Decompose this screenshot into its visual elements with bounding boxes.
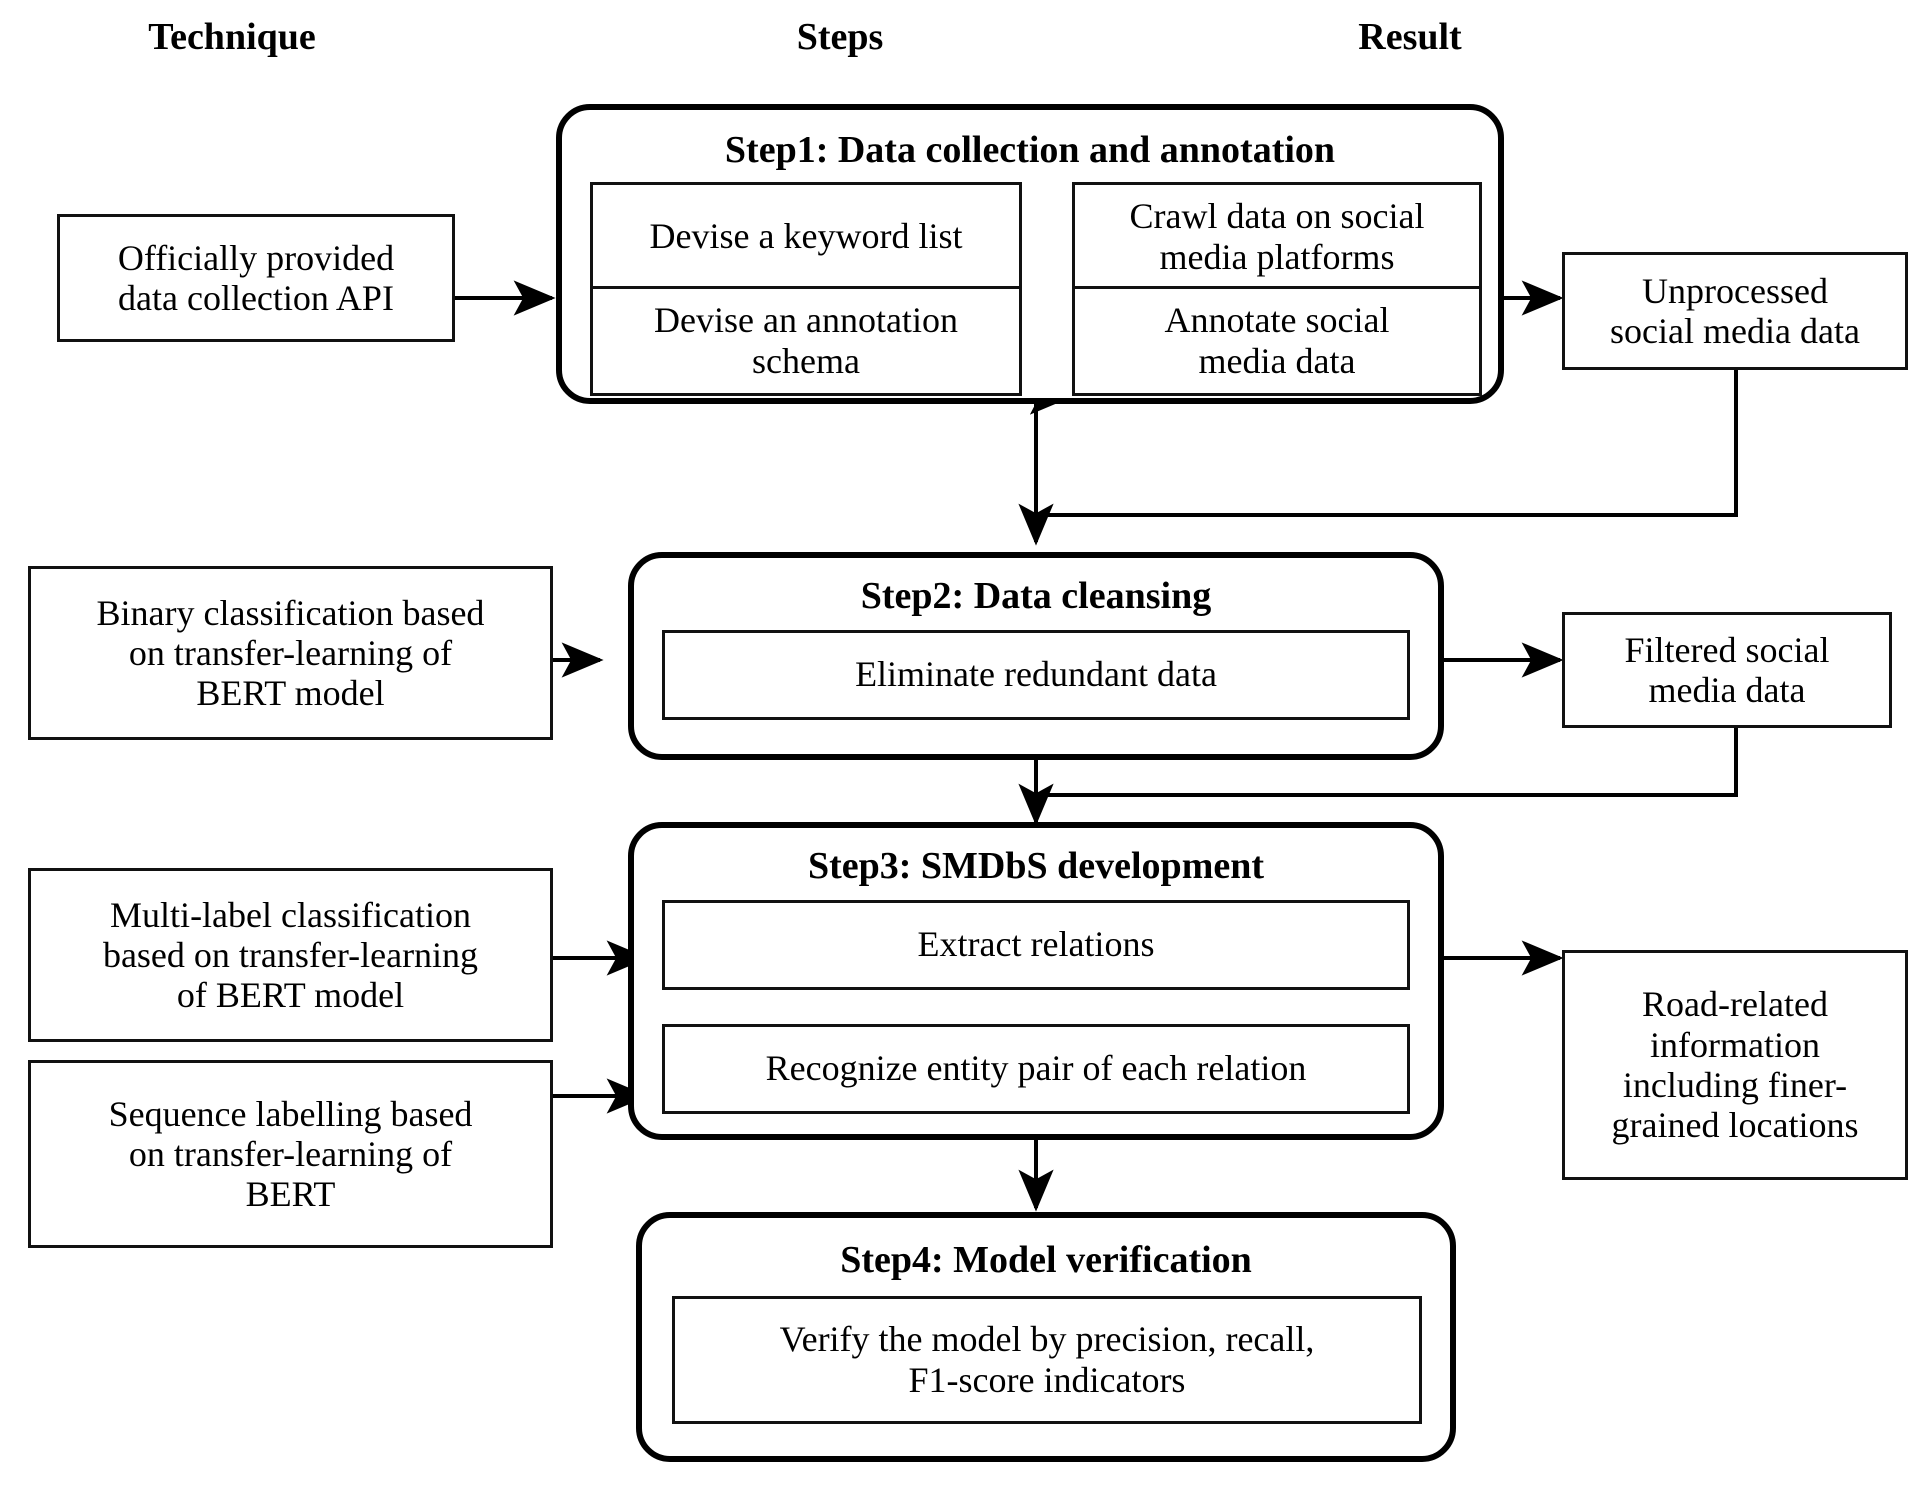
technique-box-2-label: Binary classification based on transfer-… <box>96 592 485 714</box>
step-2-task-1[interactable]: Eliminate redundant data <box>662 630 1410 720</box>
technique-box-3-label: Multi-label classification based on tran… <box>102 894 479 1016</box>
result-box-2-label: Filtered social media data <box>1624 629 1830 710</box>
step-1-title: Step1: Data collection and annotation <box>724 129 1336 171</box>
step-1-task-2[interactable]: Crawl data on social media platforms <box>1072 182 1482 292</box>
step-2-container[interactable]: Step2: Data cleansing Eliminate redundan… <box>628 552 1444 760</box>
result-box-1[interactable]: Unprocessed social media data <box>1562 252 1908 370</box>
step-3-task-2[interactable]: Recognize entity pair of each relation <box>662 1024 1410 1114</box>
result-box-1-label: Unprocessed social media data <box>1610 270 1860 351</box>
step-1-task-2-label: Crawl data on social media platforms <box>1129 195 1425 277</box>
step-1-task-1-label: Devise a keyword list <box>649 216 963 257</box>
result-box-3-label: Road-related information including finer… <box>1611 984 1859 1146</box>
result-box-3[interactable]: Road-related information including finer… <box>1562 950 1908 1180</box>
technique-box-4[interactable]: Sequence labelling based on transfer-lea… <box>28 1060 553 1248</box>
step-2-title: Step2: Data cleansing <box>860 575 1212 617</box>
technique-box-1[interactable]: Officially provided data collection API <box>57 214 455 342</box>
step-1-task-3[interactable]: Devise an annotation schema <box>590 286 1022 396</box>
technique-box-3[interactable]: Multi-label classification based on tran… <box>28 868 553 1042</box>
step-1-task-4-label: Annotate social media data <box>1164 299 1390 381</box>
step-2-task-1-label: Eliminate redundant data <box>855 654 1217 695</box>
step-1-task-1[interactable]: Devise a keyword list <box>590 182 1022 292</box>
step-3-task-2-label: Recognize entity pair of each relation <box>765 1048 1307 1089</box>
step-1-task-4[interactable]: Annotate social media data <box>1072 286 1482 396</box>
column-header-result: Result <box>1358 16 1462 58</box>
column-header-steps: Steps <box>796 16 884 58</box>
step-1-container[interactable]: Step1: Data collection and annotation De… <box>556 104 1504 404</box>
step-4-container[interactable]: Step4: Model verification Verify the mod… <box>636 1212 1456 1462</box>
step-1-task-3-label: Devise an annotation schema <box>654 299 958 381</box>
step-4-task-1[interactable]: Verify the model by precision, recall, F… <box>672 1296 1422 1424</box>
step-4-title: Step4: Model verification <box>840 1239 1252 1281</box>
step-3-task-1-label: Extract relations <box>917 924 1155 965</box>
step-3-title: Step3: SMDbS development <box>807 845 1265 887</box>
step-3-task-1[interactable]: Extract relations <box>662 900 1410 990</box>
technique-box-4-label: Sequence labelling based on transfer-lea… <box>108 1093 473 1215</box>
step-4-task-1-label: Verify the model by precision, recall, F… <box>779 1318 1315 1400</box>
step-3-container[interactable]: Step3: SMDbS development Extract relatio… <box>628 822 1444 1140</box>
column-header-technique: Technique <box>148 16 316 58</box>
technique-box-2[interactable]: Binary classification based on transfer-… <box>28 566 553 740</box>
result-box-2[interactable]: Filtered social media data <box>1562 612 1892 728</box>
technique-box-1-label: Officially provided data collection API <box>117 237 395 318</box>
